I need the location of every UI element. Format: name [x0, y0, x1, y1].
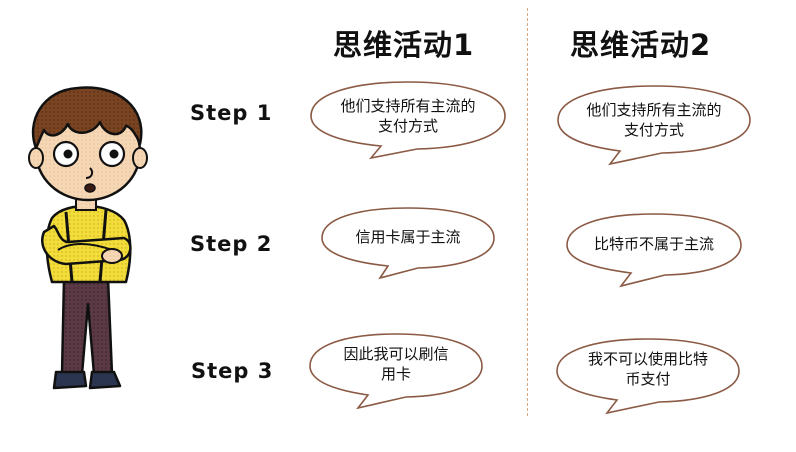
bubble-activity2-step1: 他们支持所有主流的支付方式	[552, 82, 756, 166]
activity2-title: 思维活动2	[570, 28, 712, 62]
step-1-label: Step 1	[190, 101, 273, 125]
cartoon-boy-illustration	[8, 82, 168, 402]
step-2-label: Step 2	[190, 232, 273, 256]
bubble-text: 因此我可以刷信用卡	[343, 345, 449, 383]
step-3-label: Step 3	[191, 359, 274, 383]
bubble-activity1-step1: 他们支持所有主流的支付方式	[305, 78, 511, 160]
bubble-activity1-step2: 信用卡属于主流	[316, 204, 500, 280]
bubble-activity2-step2: 比特币不属于主流	[561, 210, 747, 288]
column-divider	[527, 8, 528, 416]
bubble-activity1-step3: 因此我可以刷信用卡	[304, 330, 488, 410]
bubble-text: 我不可以使用比特币支付	[587, 350, 708, 388]
bubble-text: 信用卡属于主流	[355, 228, 461, 246]
bubble-text: 比特币不属于主流	[593, 235, 714, 253]
bubble-text: 他们支持所有主流的支付方式	[340, 97, 476, 135]
bubble-text: 他们支持所有主流的支付方式	[586, 101, 722, 139]
bubble-activity2-step3: 我不可以使用比特币支付	[551, 335, 745, 415]
activity1-title: 思维活动1	[333, 28, 475, 62]
